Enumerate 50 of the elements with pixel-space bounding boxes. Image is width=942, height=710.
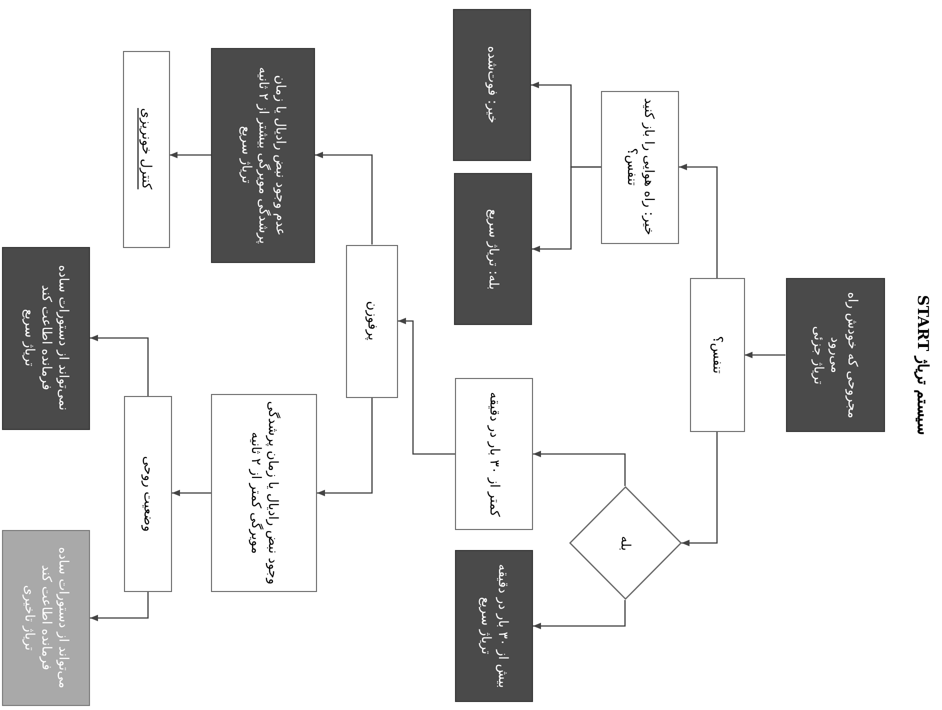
arrow [533, 450, 626, 486]
arrow [533, 600, 626, 630]
process-box [346, 244, 398, 398]
triage-box [2, 530, 90, 706]
step-text: خیر: راه هوایی را باز کنید [640, 98, 657, 236]
step-text: وجود نبض رادیال یا زمان پرشدگی مویرگی کمتر از ۲ ثانیه [247, 401, 281, 585]
process-box [124, 396, 172, 592]
step-text: بله: تریاژ سریع [484, 208, 502, 290]
process-box [122, 50, 170, 248]
triage-box [211, 48, 315, 262]
decision-diamond [568, 486, 682, 600]
step-text: تریاژ سریع [20, 308, 38, 369]
step-text: تریاژ سریع [238, 125, 254, 186]
step-text: وضعیت روحی [140, 456, 156, 532]
arrow [682, 432, 718, 546]
step-text: می‌تواند از دستورات ساده فرمانده اطاعت کند [38, 546, 72, 691]
arrow [90, 334, 149, 396]
arrow [315, 152, 373, 244]
arrow [90, 592, 149, 622]
step-text: مجروحی که خودش راه می‌رود [826, 290, 860, 420]
triage-box [786, 278, 884, 432]
triage-box [455, 550, 533, 702]
process-box [690, 278, 744, 432]
step-text: خیر: فوت‌شده [484, 46, 500, 124]
process-box [601, 90, 679, 244]
step-text: عدم وجود نبض رادیال یا زمان پرشدگی مویرگی بیشتر از ۲ ثانیه [254, 66, 288, 246]
step-text: تنفس؟ [708, 336, 726, 374]
step-text: تنفس؟ [623, 147, 640, 188]
arrow [317, 398, 373, 496]
arrow [398, 318, 455, 455]
step-text: تریاژ تاخیری [20, 584, 38, 653]
triage-box [2, 246, 90, 430]
step-text: کنترل خونریزی [138, 108, 154, 190]
step-text: تریاژ سریع [477, 596, 494, 657]
step-text: بیش از ۳۰ بار در دقیقه [494, 564, 511, 688]
step-text: بله [616, 536, 634, 550]
step-text: پرفوزن [364, 301, 380, 341]
process-box [211, 394, 317, 592]
arrow [170, 152, 211, 158]
title: سیستم تریاژ START [914, 294, 931, 438]
process-box [455, 378, 533, 530]
arrow [744, 352, 786, 358]
arrow [532, 166, 601, 252]
step-text: نمی‌تواند از دستورات ساده فرمانده اطاعت کند [38, 264, 72, 413]
step-text: تریاژ جزئی [810, 324, 826, 386]
step-text: کمتر از ۳۰ بار در دقیقه [486, 392, 502, 516]
arrow [172, 490, 211, 496]
arrow [679, 164, 718, 278]
triage-box [453, 9, 531, 161]
triage-box [454, 173, 532, 325]
